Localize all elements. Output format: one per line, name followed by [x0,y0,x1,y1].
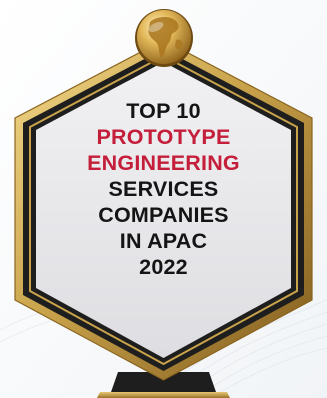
golden-globe-icon [135,9,193,67]
inner-gold-line [29,54,298,366]
badge-line-year: 2022 [139,255,188,279]
badge-line-top: TOP 10 [126,99,201,123]
inner-panel [36,62,291,358]
badge-line-companies: COMPANIES [98,203,229,227]
badge-stand [111,372,216,392]
badge-line-region: IN APAC [119,229,208,253]
badge-line-services: SERVICES [108,177,219,201]
badge-title: TOP 10 PROTOTYPE ENGINEERING SERVICES CO… [60,98,267,280]
badge-line-engineering: ENGINEERING [87,151,240,175]
badge-line-prototype: PROTOTYPE [96,125,231,149]
